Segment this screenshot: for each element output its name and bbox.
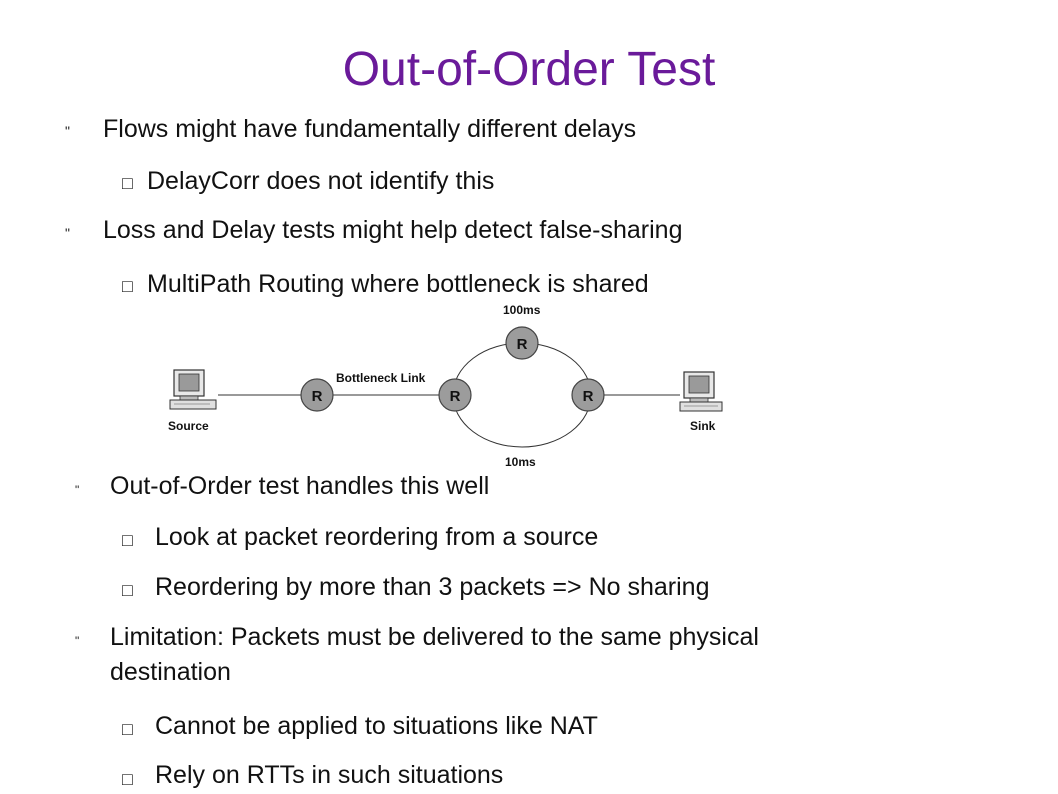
router-label: R <box>583 388 594 405</box>
sub-bullet-text: Rely on RTTs in such situations <box>155 761 504 789</box>
sink-label: Sink <box>690 419 716 433</box>
router-label: R <box>450 388 461 405</box>
sub-bullet-text: Cannot be applied to situations like NAT <box>155 712 598 740</box>
bottom-path-delay-label: 10ms <box>505 455 536 469</box>
sub-bullet-marker: □ <box>122 276 133 296</box>
bullet-marker: " <box>75 483 80 497</box>
source-computer-icon <box>169 369 217 410</box>
sub-bullet-marker: □ <box>122 530 133 550</box>
router-right: R <box>571 378 605 412</box>
sub-bullet-marker: □ <box>122 769 133 789</box>
bullet-text: Flows might have fundamentally different… <box>103 115 637 143</box>
sub-bullet-text: MultiPath Routing where bottleneck is sh… <box>147 270 649 298</box>
sub-bullet-marker: □ <box>122 580 133 600</box>
bullet-marker: " <box>65 123 70 139</box>
bullet-marker: " <box>75 634 80 648</box>
slide-title: Out-of-Order Test <box>342 43 716 96</box>
source-label: Source <box>168 419 209 433</box>
router-1: R <box>300 378 334 412</box>
bullet-text: Loss and Delay tests might help detect f… <box>103 216 683 244</box>
router-top: R <box>505 326 539 360</box>
network-diagram: Source Sink R R R R Bottleneck Link <box>168 303 723 469</box>
sub-bullet-text: Look at packet reordering from a source <box>155 523 599 551</box>
bottleneck-link-label: Bottleneck Link <box>336 371 426 385</box>
sub-bullet-marker: □ <box>122 173 133 193</box>
sub-bullet-marker: □ <box>122 719 133 739</box>
bullet-text: Limitation: Packets must be delivered to… <box>110 623 759 651</box>
router-label: R <box>517 336 528 353</box>
router-2: R <box>438 378 472 412</box>
bullet-marker: " <box>65 225 70 241</box>
sub-bullet-text: DelayCorr does not identify this <box>147 167 495 195</box>
router-label: R <box>312 388 323 405</box>
bullet-text-continued: destination <box>110 658 231 686</box>
bullet-text: Out-of-Order test handles this well <box>110 472 490 500</box>
top-path-delay-label: 100ms <box>503 303 541 317</box>
sub-bullet-text: Reordering by more than 3 packets => No … <box>155 573 710 601</box>
sink-computer-icon <box>679 371 723 412</box>
